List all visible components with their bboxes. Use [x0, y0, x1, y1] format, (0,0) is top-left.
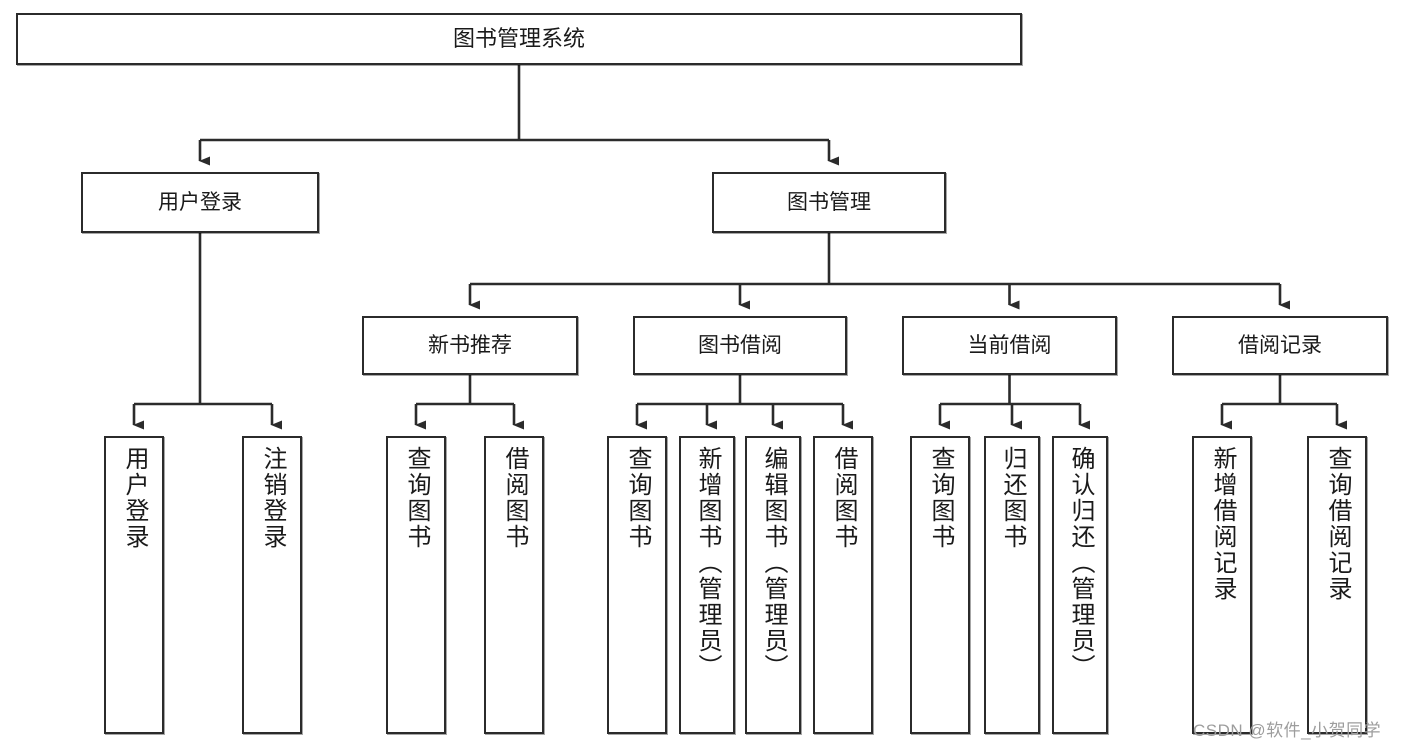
node-label-leaf_query_book_3: 查询图书	[927, 446, 954, 550]
node-leaf_user_login[interactable]: 用户登录	[104, 436, 164, 734]
node-leaf_edit_book[interactable]: 编辑图书（管理员）	[745, 436, 801, 734]
node-leaf_query_book_3[interactable]: 查询图书	[910, 436, 970, 734]
node-leaf_confirm_return[interactable]: 确认归还（管理员）	[1052, 436, 1108, 734]
node-label-root: 图书管理系统	[452, 25, 585, 51]
node-label-leaf_query_book_1: 查询图书	[403, 446, 430, 550]
node-label-borrow_record: 借阅记录	[1238, 333, 1322, 357]
node-leaf_query_book_1[interactable]: 查询图书	[386, 436, 446, 734]
node-user_login[interactable]: 用户登录	[81, 172, 319, 233]
node-label-leaf_add_record: 新增借阅记录	[1209, 446, 1236, 602]
node-current_borrow[interactable]: 当前借阅	[902, 316, 1117, 375]
node-leaf_add_book[interactable]: 新增图书（管理员）	[679, 436, 735, 734]
node-label-new_book_rec: 新书推荐	[428, 333, 512, 357]
node-label-leaf_query_record: 查询借阅记录	[1324, 446, 1351, 602]
node-label-book_mgmt: 图书管理	[787, 190, 871, 214]
node-leaf_borrow_book_2[interactable]: 借阅图书	[813, 436, 873, 734]
node-book_mgmt[interactable]: 图书管理	[712, 172, 946, 233]
node-leaf_logout[interactable]: 注销登录	[242, 436, 302, 734]
watermark: CSDN @软件_小贺同学	[1193, 721, 1382, 740]
node-leaf_add_record[interactable]: 新增借阅记录	[1192, 436, 1252, 734]
node-label-leaf_user_login: 用户登录	[121, 446, 148, 550]
node-leaf_borrow_book_1[interactable]: 借阅图书	[484, 436, 544, 734]
node-book_borrow[interactable]: 图书借阅	[633, 316, 847, 375]
node-label-leaf_logout: 注销登录	[259, 446, 286, 550]
node-borrow_record[interactable]: 借阅记录	[1172, 316, 1388, 375]
node-label-leaf_borrow_book_2: 借阅图书	[830, 446, 857, 550]
node-label-current_borrow: 当前借阅	[967, 333, 1052, 357]
node-root[interactable]: 图书管理系统	[16, 13, 1022, 65]
node-label-leaf_confirm_return: 确认归还（管理员）	[1067, 446, 1094, 680]
node-leaf_query_record[interactable]: 查询借阅记录	[1307, 436, 1367, 734]
node-label-leaf_add_book: 新增图书（管理员）	[694, 446, 721, 680]
node-new_book_rec[interactable]: 新书推荐	[362, 316, 578, 375]
node-leaf_query_book_2[interactable]: 查询图书	[607, 436, 667, 734]
node-label-book_borrow: 图书借阅	[698, 333, 782, 357]
node-label-leaf_query_book_2: 查询图书	[624, 446, 651, 550]
node-label-user_login: 用户登录	[158, 190, 242, 214]
node-label-leaf_return_book: 归还图书	[999, 446, 1026, 550]
node-leaf_return_book[interactable]: 归还图书	[984, 436, 1040, 734]
node-label-leaf_edit_book: 编辑图书（管理员）	[760, 446, 787, 680]
node-label-leaf_borrow_book_1: 借阅图书	[501, 446, 528, 550]
